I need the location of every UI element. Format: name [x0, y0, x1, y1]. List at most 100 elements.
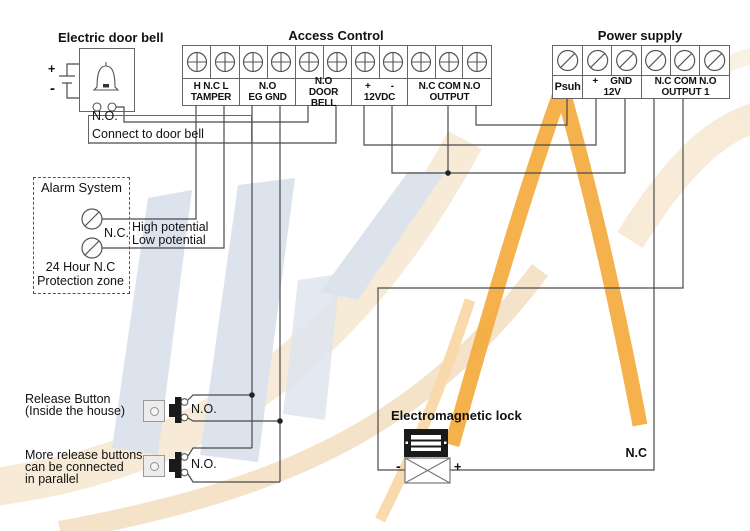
- terminal-label-bottom: 12V: [603, 87, 621, 98]
- terminal-screw-cell: [642, 46, 671, 75]
- terminal-group: +-12VDC: [351, 46, 407, 105]
- screw-terminal-icon: [383, 51, 404, 73]
- terminal-screw-cell: [296, 46, 324, 78]
- alarm-zone-line1: 24 Hour N.C: [45, 260, 116, 274]
- terminal-label-top: H N.C L: [193, 81, 229, 92]
- terminal-label-top: +-: [365, 81, 394, 92]
- screw-terminal-icon: [467, 51, 488, 73]
- screw-terminal-icon: [355, 51, 376, 73]
- screw-terminal-icon: [271, 51, 292, 73]
- screw-terminal-icon: [586, 49, 608, 72]
- terminal-screw-cell: [408, 46, 436, 78]
- terminal-screw-cell: [700, 46, 729, 75]
- terminal-screw-cell: [583, 46, 613, 75]
- release-button1-no-label: N.O.: [191, 402, 217, 416]
- screw-terminal-icon: [645, 49, 667, 72]
- terminal-label-bottom: TAMPER: [190, 92, 232, 103]
- screw-terminal-icon: [411, 51, 432, 73]
- terminal-label-bottom: OUTPUT: [429, 92, 470, 103]
- screw-terminal-icon: [327, 51, 348, 73]
- watermark-letters: [112, 172, 445, 462]
- lock-plus-label: +: [454, 460, 462, 474]
- screw-terminal-icon: [557, 49, 579, 72]
- terminal-screw-cell: [240, 46, 268, 78]
- terminal-screw-cell: [436, 46, 464, 78]
- terminal-screw-cell: [268, 46, 295, 78]
- terminal-label-top: N.C COM N.O: [654, 76, 717, 87]
- doorbell-box: [79, 48, 135, 112]
- terminal-group-label: Psuh: [553, 75, 583, 98]
- terminal-label-bottom: 12VDC: [363, 92, 396, 103]
- lock-coil-icon: [404, 457, 451, 484]
- terminal-group: Psuh: [553, 46, 583, 98]
- release-button2-line3: in parallel: [25, 472, 79, 486]
- terminal-screw-cell: [324, 46, 351, 78]
- alarm-low-potential-label: Low potential: [132, 233, 206, 247]
- maglock-icon: [404, 429, 448, 457]
- release-button2-line2: can be connected: [25, 460, 124, 474]
- release-button-plate: [143, 400, 165, 422]
- alarm-zone-line2: Protection zone: [37, 274, 124, 288]
- terminal-label-top: N.C COM N.O: [418, 81, 481, 92]
- release-button-plate-2: [143, 455, 165, 477]
- release-button1-line1: Release Button: [25, 392, 111, 406]
- alarm-title: Alarm System: [41, 180, 122, 195]
- release-button2-line1: More release buttons: [25, 448, 143, 462]
- terminal-label-bottom: DOOR BELL: [308, 86, 339, 109]
- access-control-title: Access Control: [288, 28, 384, 43]
- battery-plus-label: +: [48, 62, 56, 76]
- screw-terminal-icon: [438, 51, 460, 73]
- doorbell-note-box: [88, 115, 252, 144]
- terminal-screw-cell: [352, 46, 380, 78]
- terminal-label-top: +GND: [592, 76, 632, 87]
- release-button2-no-label: N.O.: [191, 457, 217, 471]
- alarm-system-box: [33, 177, 130, 294]
- junction-dots: [249, 170, 451, 424]
- release-button-icon: [169, 397, 189, 423]
- release-button1-line2: (Inside the house): [25, 404, 126, 418]
- terminal-label-bottom: EG GND: [248, 92, 287, 103]
- wires: [59, 63, 684, 483]
- terminal-screw-cell: [612, 46, 641, 75]
- screw-terminal-icon: [615, 49, 638, 72]
- doorbell-note-no: N.O.: [92, 109, 118, 123]
- terminal-screw-cell: [553, 46, 582, 75]
- doorbell-note-text: Connect to door bell: [92, 127, 204, 141]
- terminal-group-label: +-12VDC: [352, 78, 407, 105]
- screw-terminal-icon: [186, 51, 207, 73]
- battery-minus-label: -: [50, 80, 55, 97]
- screw-terminal-icon: [243, 51, 264, 73]
- doorbell-icon: [92, 62, 120, 112]
- terminal-screw-cell: [380, 46, 407, 78]
- plate-button-circle: [149, 406, 159, 416]
- terminal-screw-cell: [463, 46, 491, 78]
- power-supply-title: Power supply: [597, 28, 683, 43]
- terminal-label-bottom: OUTPUT 1: [661, 87, 710, 98]
- alarm-nc-label: N.C.: [104, 226, 129, 240]
- alarm-high-potential-label: High potential: [132, 220, 209, 234]
- plate-button-circle: [149, 461, 159, 471]
- electromagnetic-lock-label: Electromagnetic lock: [391, 408, 522, 423]
- alarm-screw-terminals: [81, 208, 103, 259]
- screw-terminal-icon: [299, 51, 320, 73]
- terminal-label-top: N.O: [314, 75, 333, 87]
- terminal-screw-cell: [671, 46, 700, 75]
- screw-terminal-icon: [214, 51, 236, 73]
- lock-nc-label: N.C: [625, 446, 647, 460]
- terminal-label-top: Psuh: [554, 80, 581, 93]
